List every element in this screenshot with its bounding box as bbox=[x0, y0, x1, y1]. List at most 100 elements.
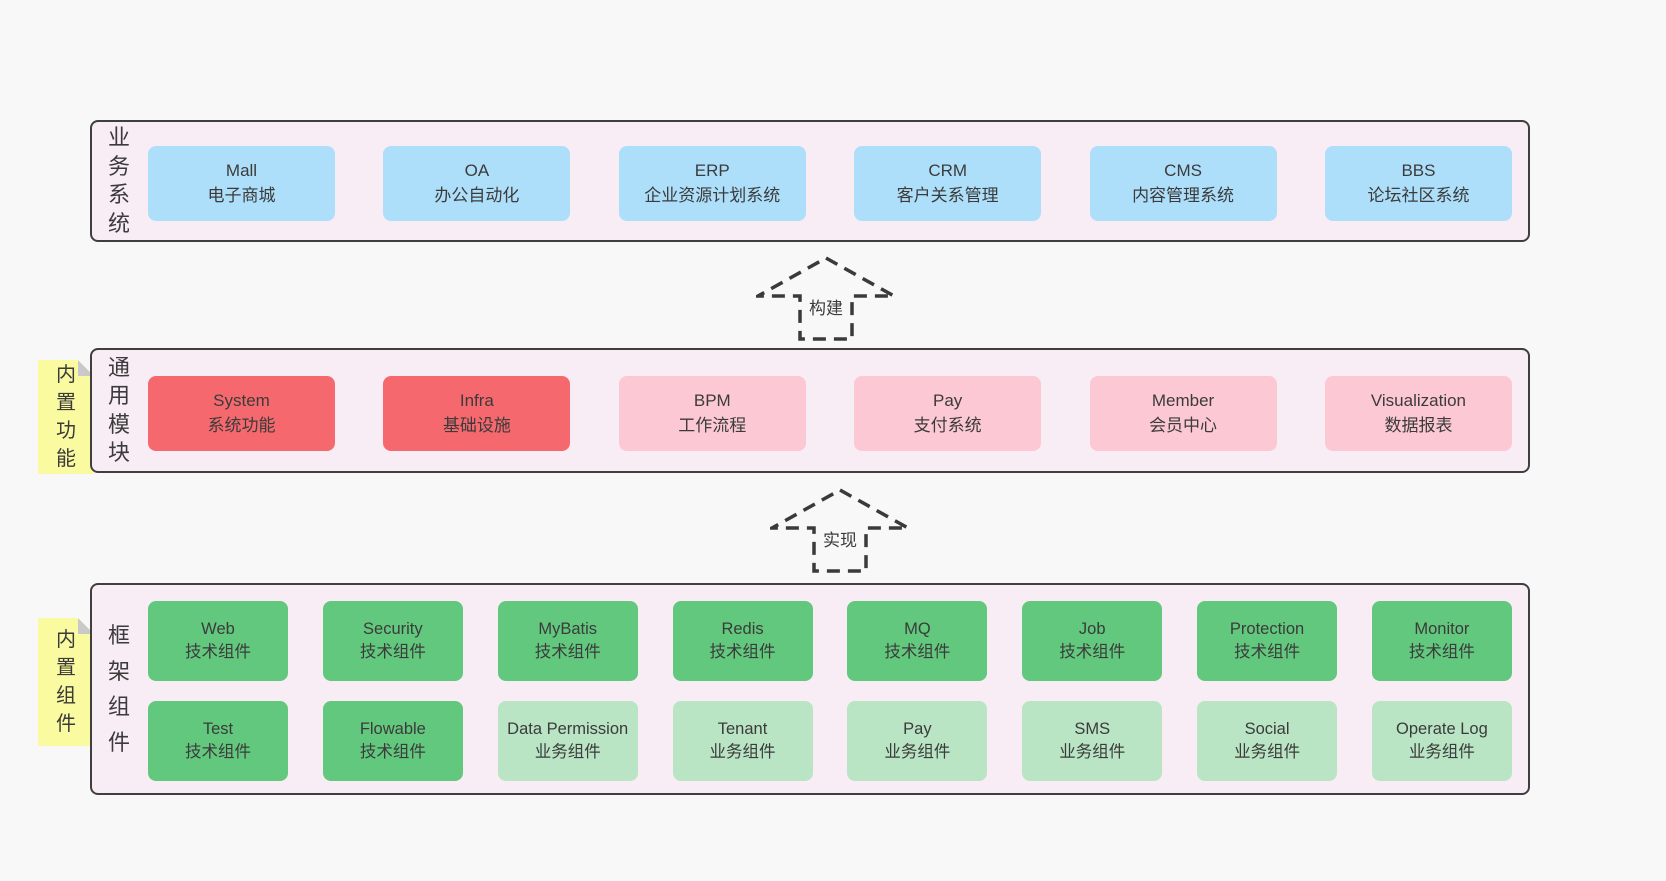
up-arrow-icon bbox=[756, 256, 896, 341]
box-pay: Pay 支付系统 bbox=[854, 376, 1042, 451]
box-name-en: System bbox=[213, 390, 270, 410]
box-name-en: CMS bbox=[1164, 160, 1202, 180]
box-name-en: Infra bbox=[459, 390, 494, 410]
box-name-zh: 工作流程 bbox=[678, 415, 747, 435]
box-visualization: Visualization 数据报表 bbox=[1324, 376, 1512, 451]
arrow-label-build: 构建 bbox=[805, 293, 847, 320]
box-protection: Protection 技术组件 bbox=[1197, 601, 1338, 681]
box-name-en: Security bbox=[363, 619, 423, 638]
box-crm: CRM 客户关系管理 bbox=[854, 146, 1042, 221]
box-security: Security 技术组件 bbox=[322, 601, 463, 681]
box-name-zh: 技术组件 bbox=[1234, 643, 1301, 661]
box-name-en: Pay bbox=[903, 719, 932, 738]
common-modules-row: System 系统功能 Infra 基础设施 BPM 工作流程 Pay 支付系统… bbox=[148, 376, 1512, 451]
box-test: Test 技术组件 bbox=[148, 701, 288, 781]
box-name-en: ERP bbox=[694, 160, 730, 180]
box-cms: CMS 内容管理系统 bbox=[1089, 146, 1277, 221]
box-name-zh: 企业资源计划系统 bbox=[644, 185, 781, 205]
box-job: Job 技术组件 bbox=[1022, 601, 1163, 681]
box-oa: OA 办公自动化 bbox=[383, 146, 571, 221]
box-name-en: Test bbox=[202, 719, 234, 738]
box-name-en: Web bbox=[201, 619, 235, 638]
box-name-zh: 技术组件 bbox=[185, 743, 251, 761]
panel-label: 框架组件 bbox=[107, 622, 130, 755]
box-name-zh: 支付系统 bbox=[913, 415, 982, 435]
up-arrow-icon bbox=[770, 488, 910, 573]
box-name-en: Job bbox=[1078, 619, 1106, 638]
box-name-en: Member bbox=[1151, 390, 1215, 410]
dashed-up-arrow-implement: 实现 bbox=[770, 488, 910, 574]
sticky-note-built-in-features: 内置功能 bbox=[38, 360, 94, 474]
box-name-en: BBS bbox=[1401, 160, 1436, 180]
box-member: Member 会员中心 bbox=[1089, 376, 1277, 451]
box-system: System 系统功能 bbox=[148, 376, 335, 451]
box-name-en: OA bbox=[464, 160, 490, 180]
box-name-en: Mall bbox=[225, 160, 258, 180]
box-name-en: BPM bbox=[693, 390, 731, 410]
box-name-en: Tenant bbox=[717, 719, 768, 738]
box-name-zh: 业务组件 bbox=[884, 743, 951, 761]
sticky-note-text: 内置功能 bbox=[56, 364, 76, 470]
box-name-zh: 技术组件 bbox=[709, 643, 776, 661]
box-name-en: Pay bbox=[933, 390, 963, 410]
box-name-zh: 业务组件 bbox=[1408, 743, 1475, 761]
box-name-zh: 技术组件 bbox=[359, 643, 426, 661]
box-name-zh: 内容管理系统 bbox=[1132, 185, 1235, 205]
box-bpm: BPM 工作流程 bbox=[618, 376, 806, 451]
box-name-en: Monitor bbox=[1414, 619, 1470, 638]
box-name-zh: 客户关系管理 bbox=[896, 185, 999, 205]
arrow-label-implement: 实现 bbox=[819, 525, 861, 552]
box-name-zh: 系统功能 bbox=[207, 415, 276, 435]
box-name-zh: 会员中心 bbox=[1149, 415, 1218, 435]
box-name-en: Data Permission bbox=[507, 719, 629, 738]
box-name-zh: 业务组件 bbox=[534, 743, 601, 761]
box-name-en: CRM bbox=[928, 160, 968, 180]
box-mq: MQ 技术组件 bbox=[847, 601, 988, 681]
box-name-en: MQ bbox=[904, 619, 931, 638]
box-name-zh: 论坛社区系统 bbox=[1367, 185, 1470, 205]
panel-label: 通用模块 bbox=[107, 354, 130, 466]
box-name-en: Operate Log bbox=[1396, 719, 1488, 738]
box-infra: Infra 基础设施 bbox=[383, 376, 571, 451]
sticky-note-text: 内置组件 bbox=[56, 629, 76, 735]
business-systems-row: Mall 电子商城 OA 办公自动化 ERP 企业资源计划系统 CRM 客户关系… bbox=[148, 146, 1512, 221]
box-name-zh: 业务组件 bbox=[709, 743, 776, 761]
box-mall: Mall 电子商城 bbox=[148, 146, 335, 221]
box-name-zh: 基础设施 bbox=[442, 415, 511, 435]
box-name-en: MyBatis bbox=[538, 619, 598, 638]
box-flowable: Flowable 技术组件 bbox=[322, 701, 463, 781]
box-monitor: Monitor 技术组件 bbox=[1371, 601, 1512, 681]
box-sms: SMS 业务组件 bbox=[1022, 701, 1163, 781]
box-name-zh: 技术组件 bbox=[1059, 643, 1126, 661]
framework-components-row-2: Test 技术组件 Flowable 技术组件 Data Permission … bbox=[148, 701, 1512, 781]
panel-label: 业务系统 bbox=[107, 124, 130, 236]
panel-framework-components: 框架组件 Web 技术组件 Security 技术组件 MyBatis 技术组件… bbox=[90, 583, 1530, 795]
framework-components-row-1: Web 技术组件 Security 技术组件 MyBatis 技术组件 Redi… bbox=[148, 601, 1512, 681]
box-name-zh: 技术组件 bbox=[185, 643, 251, 661]
box-redis: Redis 技术组件 bbox=[672, 601, 813, 681]
box-social: Social 业务组件 bbox=[1197, 701, 1338, 781]
panel-common-modules: 通用模块 System 系统功能 Infra 基础设施 BPM 工作流程 Pay… bbox=[90, 348, 1530, 473]
box-bbs: BBS 论坛社区系统 bbox=[1324, 146, 1512, 221]
box-data-permission: Data Permission 业务组件 bbox=[497, 701, 638, 781]
box-name-zh: 业务组件 bbox=[1059, 743, 1126, 761]
dashed-up-arrow-build: 构建 bbox=[756, 256, 896, 342]
box-name-zh: 业务组件 bbox=[1234, 743, 1301, 761]
box-name-en: Visualization bbox=[1370, 390, 1467, 410]
box-name-zh: 电子商城 bbox=[207, 185, 276, 205]
box-name-en: Redis bbox=[721, 619, 764, 638]
box-mybatis: MyBatis 技术组件 bbox=[497, 601, 638, 681]
box-name-zh: 技术组件 bbox=[884, 643, 951, 661]
box-name-zh: 技术组件 bbox=[1408, 643, 1475, 661]
box-name-en: SMS bbox=[1074, 719, 1111, 738]
box-name-en: Flowable bbox=[359, 719, 426, 738]
box-name-zh: 技术组件 bbox=[359, 743, 426, 761]
box-name-zh: 办公自动化 bbox=[434, 185, 520, 205]
panel-business-systems: 业务系统 Mall 电子商城 OA 办公自动化 ERP 企业资源计划系统 CRM… bbox=[90, 120, 1530, 242]
box-name-zh: 技术组件 bbox=[534, 643, 601, 661]
box-operate-log: Operate Log 业务组件 bbox=[1371, 701, 1512, 781]
box-erp: ERP 企业资源计划系统 bbox=[618, 146, 806, 221]
box-name-en: Protection bbox=[1229, 619, 1305, 638]
box-web: Web 技术组件 bbox=[148, 601, 288, 681]
